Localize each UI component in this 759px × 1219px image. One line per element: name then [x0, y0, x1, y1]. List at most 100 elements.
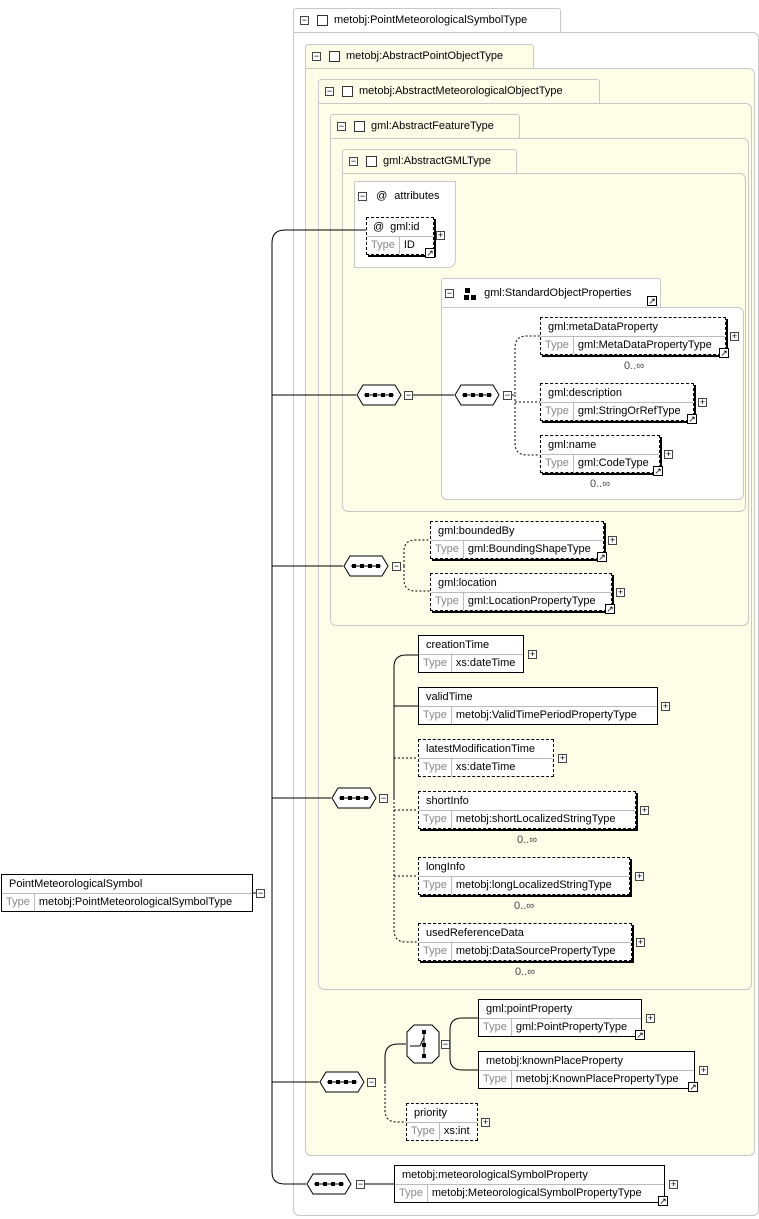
collapse-icon[interactable]: −: [503, 390, 512, 400]
container-title: metobj:AbstractPointObjectType: [346, 50, 504, 62]
group-header[interactable]: − gml:StandardObjectProperties: [445, 286, 631, 300]
element-name: validTime: [426, 691, 473, 703]
sequence-compositor-icon[interactable]: [356, 384, 402, 406]
element-name: usedReferenceData: [426, 927, 524, 939]
collapse-icon[interactable]: −: [300, 14, 309, 25]
element-type: gml:PointPropertyType: [515, 1021, 628, 1033]
sequence-compositor-icon[interactable]: [343, 555, 389, 577]
expand-icon[interactable]: +: [661, 701, 670, 711]
expand-icon[interactable]: +: [640, 805, 649, 815]
expand-icon[interactable]: +: [669, 1179, 678, 1189]
element-type: metobj:PointMeteorologicalSymbolType: [38, 896, 233, 908]
collapse-icon[interactable]: −: [349, 155, 358, 166]
element-type: xs:dateTime: [455, 761, 516, 773]
collapse-icon[interactable]: −: [325, 85, 334, 96]
container-title: metobj:AbstractMeteorologicalObjectType: [359, 85, 563, 97]
type-icon: [329, 50, 340, 62]
expand-icon[interactable]: +: [528, 649, 537, 659]
element-type: metobj:ValidTimePeriodPropertyType: [455, 709, 637, 721]
container-tab-abstract-feature-type[interactable]: −gml:AbstractFeatureType: [330, 114, 520, 138]
type-link-icon[interactable]: ↗: [635, 1030, 645, 1040]
type-link-icon[interactable]: ↗: [688, 1082, 698, 1092]
element-name: gml:description: [548, 387, 622, 399]
expand-icon[interactable]: +: [698, 397, 707, 407]
cardinality: 0..∞: [514, 900, 535, 912]
collapse-icon[interactable]: −: [441, 1039, 450, 1049]
expand-icon[interactable]: +: [636, 937, 645, 947]
element-meteorological-symbol-property[interactable]: metobj:meteorologicalSymbolProperty Type…: [394, 1165, 665, 1203]
type-link-icon[interactable]: ↗: [719, 348, 729, 358]
type-label: Type: [419, 877, 452, 894]
sequence-compositor-icon[interactable]: [454, 384, 500, 406]
expand-icon[interactable]: +: [436, 230, 445, 240]
type-link-icon[interactable]: ↗: [687, 414, 697, 424]
element-name: shortInfo: [426, 795, 469, 807]
container-title: metobj:PointMeteorologicalSymbolType: [334, 14, 528, 26]
element-type: gml:BoundingShapeType: [467, 543, 591, 555]
attributes-header[interactable]: − @ attributes: [358, 189, 440, 203]
collapse-icon[interactable]: −: [404, 390, 413, 400]
collapse-icon[interactable]: −: [358, 190, 367, 201]
cardinality: 0..∞: [624, 360, 645, 372]
container-tab-abstract-point-object-type[interactable]: − metobj:AbstractPointObjectType: [305, 44, 534, 68]
sequence-compositor-icon[interactable]: [319, 1071, 365, 1093]
element-type: xs:dateTime: [455, 657, 516, 669]
expand-icon[interactable]: +: [730, 331, 739, 341]
element-name: gml:boundedBy: [438, 525, 515, 537]
type-link-icon[interactable]: ↗: [647, 296, 657, 306]
collapse-icon[interactable]: −: [337, 120, 346, 131]
collapse-icon[interactable]: −: [312, 50, 321, 61]
collapse-icon[interactable]: −: [392, 561, 401, 571]
container-tab-abstract-meteorological-object-type[interactable]: − metobj:AbstractMeteorologicalObjectType: [318, 79, 600, 103]
element-type: xs:int: [443, 1125, 470, 1137]
expand-icon[interactable]: +: [481, 1117, 490, 1127]
type-link-icon[interactable]: ↗: [658, 1196, 668, 1206]
sequence-compositor-icon[interactable]: [306, 1173, 352, 1195]
container-tab-point-meteorological-symbol-type[interactable]: − metobj:PointMeteorologicalSymbolType: [293, 8, 561, 32]
attribute-type: ID: [403, 239, 415, 251]
element-name: priority: [414, 1107, 448, 1119]
expand-icon[interactable]: +: [699, 1065, 708, 1075]
collapse-icon[interactable]: −: [367, 1077, 376, 1087]
element-type: metobj:shortLocalizedStringType: [455, 813, 616, 825]
cardinality: 0..∞: [590, 478, 611, 490]
expand-icon[interactable]: +: [558, 753, 567, 763]
type-link-icon[interactable]: ↗: [425, 248, 435, 258]
collapse-icon[interactable]: −: [379, 793, 388, 803]
type-label: Type: [395, 1185, 428, 1202]
type-link-icon[interactable]: ↗: [653, 466, 663, 476]
expand-icon[interactable]: +: [664, 449, 673, 459]
sequence-compositor-icon[interactable]: [331, 787, 377, 809]
type-link-icon[interactable]: ↗: [597, 552, 607, 562]
expand-icon[interactable]: +: [616, 587, 625, 597]
container-tab-abstract-gml-type[interactable]: −gml:AbstractGMLType: [342, 149, 517, 173]
type-label: Type: [541, 337, 574, 354]
expand-icon[interactable]: +: [608, 535, 617, 545]
element-name: creationTime: [426, 639, 490, 651]
expand-icon[interactable]: +: [635, 871, 644, 881]
choice-compositor-icon[interactable]: [406, 1024, 440, 1064]
type-link-icon[interactable]: ↗: [605, 604, 615, 614]
collapse-icon[interactable]: −: [256, 888, 265, 898]
element-name: metobj:meteorologicalSymbolProperty: [402, 1169, 588, 1181]
expand-icon[interactable]: +: [646, 1013, 655, 1023]
collapse-icon[interactable]: −: [356, 1179, 365, 1189]
collapse-icon[interactable]: −: [445, 287, 454, 298]
element-name: latestModificationTime: [426, 743, 536, 755]
